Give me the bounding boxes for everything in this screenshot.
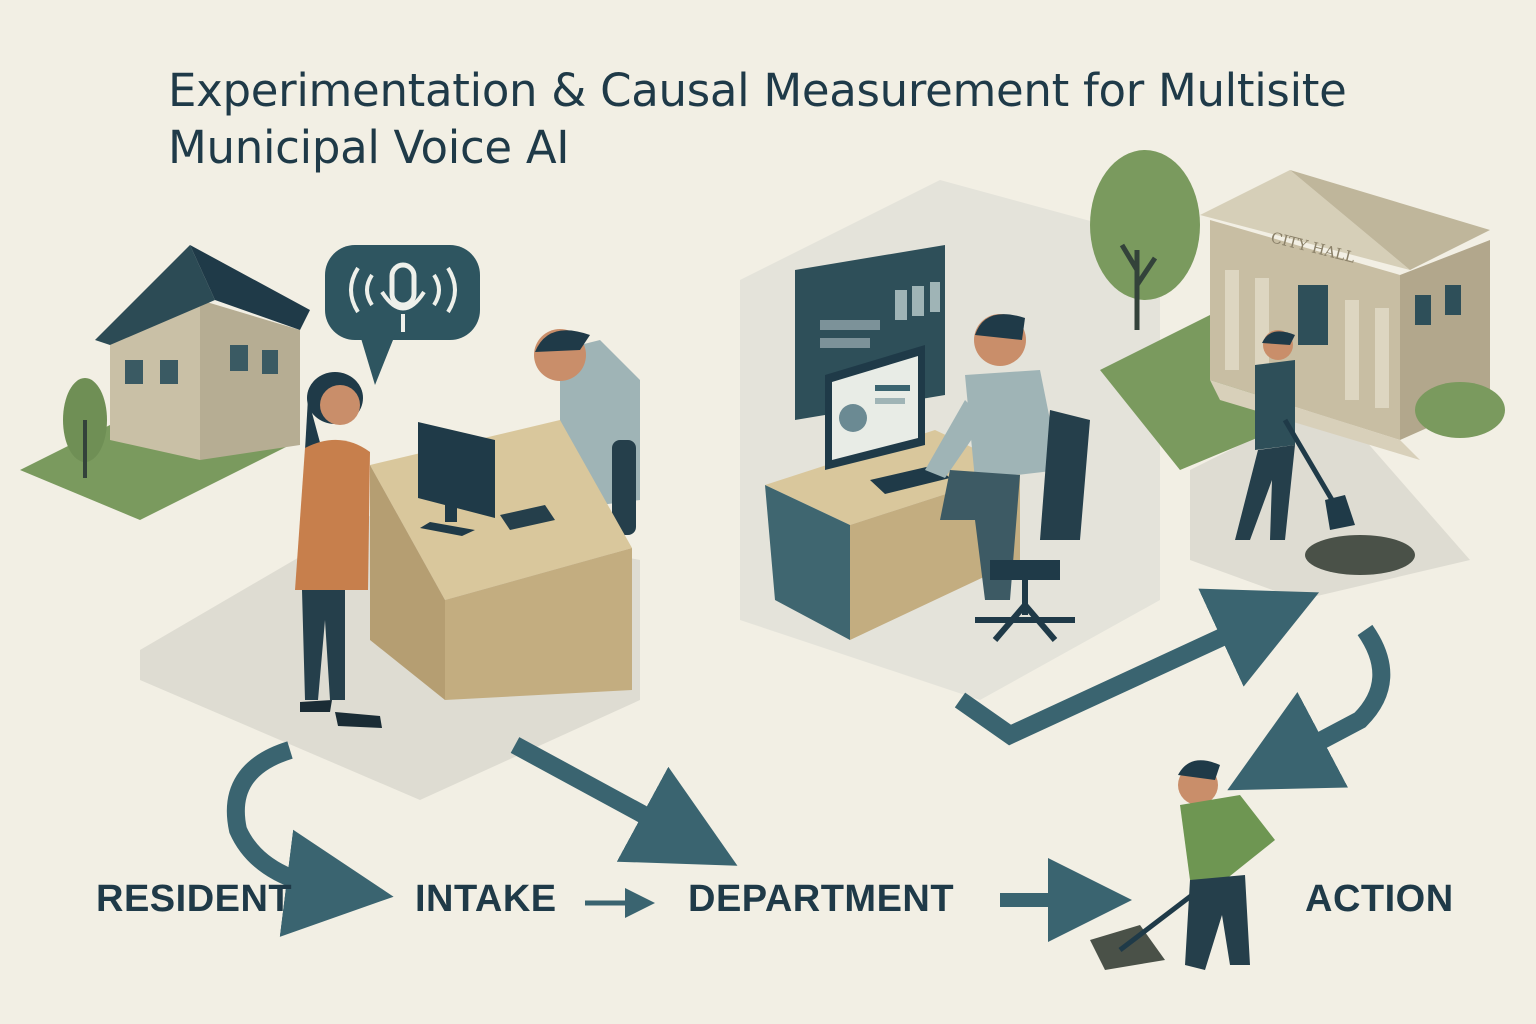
department-clerk xyxy=(925,314,1090,642)
step-label-action: ACTION xyxy=(1305,878,1454,920)
intake-clerk xyxy=(534,329,640,535)
step-label-resident: RESIDENT xyxy=(96,878,293,920)
computer-monitor-icon xyxy=(418,422,555,536)
tree-icon xyxy=(1090,150,1200,330)
speech-bubble-microphone-icon xyxy=(325,245,480,385)
resident-person xyxy=(295,372,382,728)
worker-shoveling xyxy=(1090,760,1275,970)
department-computer xyxy=(825,345,950,494)
arrow-resident xyxy=(226,741,394,937)
house-icon xyxy=(20,245,310,520)
step-label-intake: INTAKE xyxy=(415,878,557,920)
title-line-2: Municipal Voice AI xyxy=(168,121,570,174)
arrow-department-up xyxy=(954,588,1320,746)
arrow-intake-to-department xyxy=(510,737,738,866)
worker-digging xyxy=(1235,330,1415,575)
title-line-1: Experimentation & Causal Measurement for… xyxy=(168,64,1347,117)
step-label-department: DEPARTMENT xyxy=(688,878,955,920)
page-title: Experimentation & Causal Measurement for… xyxy=(168,62,1488,176)
arrow-action-down xyxy=(1227,624,1391,791)
flow-arrows xyxy=(226,588,1391,942)
